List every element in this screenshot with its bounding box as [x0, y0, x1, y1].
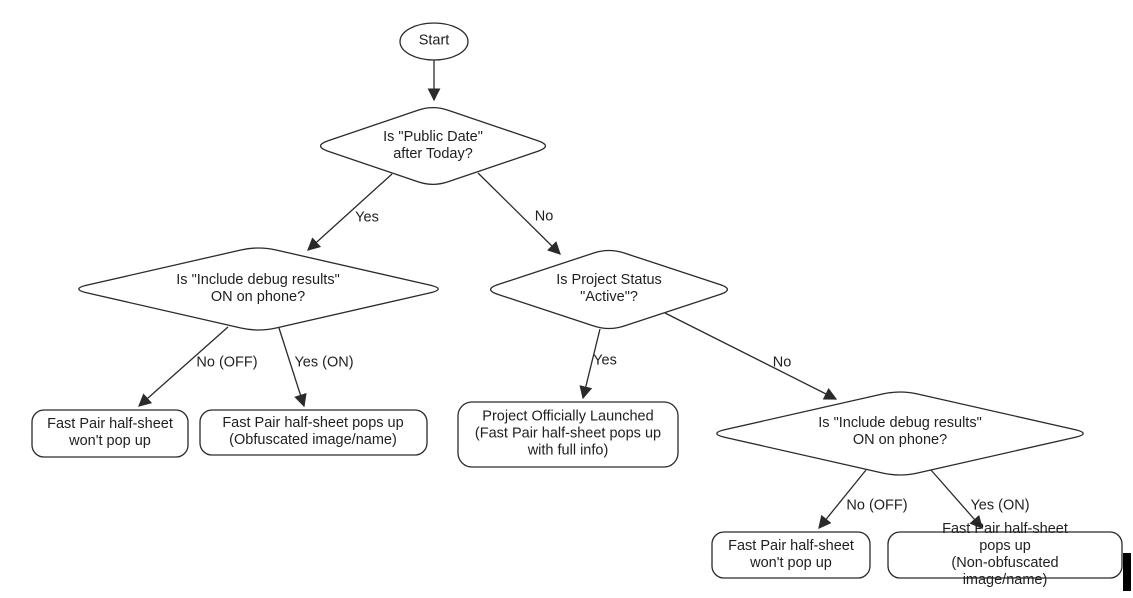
result-no-popup-right-shape — [711, 531, 871, 579]
start-node-label: Start — [418, 32, 450, 49]
edge-label-public-date-no: No — [534, 208, 554, 225]
result-no-popup-left-label: Fast Pair half-sheet won't pop up — [47, 416, 173, 449]
result-obfuscated-label: Fast Pair half-sheet pops up (Obfuscated… — [222, 415, 404, 448]
edge-project-status-no — [664, 312, 838, 400]
decision-public-date-shape — [319, 106, 547, 186]
edge-public-date-yes — [307, 173, 393, 251]
decision-debug-left-shape — [78, 247, 439, 331]
edge-label-project-status-yes: Yes — [593, 352, 617, 369]
decision-debug-right-label: Is "Include debug results" ON on phone? — [818, 415, 982, 448]
result-launched-shape — [457, 401, 679, 468]
edge-debug-right-no — [818, 469, 867, 530]
result-no-popup-left-shape — [31, 409, 189, 458]
edge-label-debug-right-yes: Yes (ON) — [970, 497, 1030, 514]
result-obfuscated-shape — [199, 409, 428, 456]
edge-label-debug-left-yes: Yes (ON) — [294, 354, 354, 371]
text-cursor-artifact — [1123, 553, 1131, 591]
edge-debug-left-no — [138, 326, 229, 407]
result-non-obfuscated-label: Fast Pair half-sheet pops up (Non-obfusc… — [942, 521, 1068, 588]
result-no-popup-right-label: Fast Pair half-sheet won't pop up — [728, 538, 854, 571]
edge-project-status-yes — [579, 328, 601, 400]
decision-project-status-shape — [489, 249, 729, 330]
edge-debug-left-yes — [278, 327, 307, 408]
start-node-shape — [399, 22, 469, 61]
edge-debug-right-yes — [930, 469, 983, 529]
result-launched-label: Project Officially Launched (Fast Pair h… — [474, 408, 662, 459]
edge-label-debug-right-no: No (OFF) — [846, 497, 908, 514]
decision-debug-left-label: Is "Include debug results" ON on phone? — [176, 272, 340, 305]
decision-public-date-label: Is "Public Date" after Today? — [383, 129, 483, 162]
decision-debug-right-shape — [716, 391, 1084, 476]
edge-label-public-date-yes: Yes — [355, 209, 379, 226]
edge-public-date-no — [477, 172, 561, 255]
edge-label-project-status-no: No — [772, 354, 792, 371]
edge-label-debug-left-no: No (OFF) — [196, 354, 258, 371]
result-non-obfuscated-shape — [887, 531, 1123, 579]
decision-project-status-label: Is Project Status "Active"? — [556, 272, 662, 305]
